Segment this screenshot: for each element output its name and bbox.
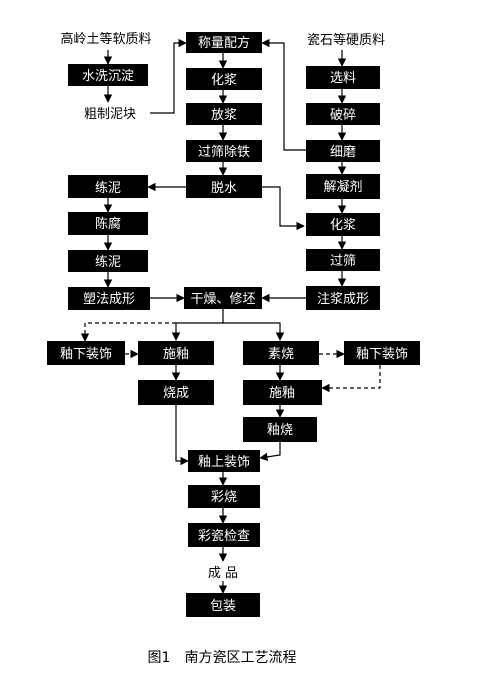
box-under-deco-right: 釉下装饰 — [344, 341, 420, 365]
box-over-deco-label: 釉上装饰 — [198, 455, 250, 470]
box-grind: 细磨 — [306, 140, 380, 162]
box-plastic-form-label: 塑法成形 — [83, 292, 135, 307]
box-glaze-left-label: 施釉 — [163, 347, 189, 362]
box-dewater-label: 脱水 — [211, 181, 237, 196]
box-crush: 破碎 — [306, 103, 380, 125]
box-aging-label: 陈腐 — [95, 216, 121, 232]
arrow-fire-to-overdeco — [175, 405, 189, 466]
box-bisque-label: 素烧 — [268, 347, 294, 362]
box-under-deco-left-label: 釉下装饰 — [60, 347, 112, 362]
box-glaze-fire: 釉烧 — [243, 417, 317, 442]
box-select-label: 选料 — [330, 71, 356, 86]
box-glaze-fire-label: 釉烧 — [267, 423, 293, 438]
box-weighing-label: 称量配方 — [198, 35, 250, 51]
box-package: 包装 — [186, 593, 260, 617]
dashed-connectors — [80, 322, 381, 393]
box-under-deco-right-label: 釉下装饰 — [356, 347, 408, 362]
process-boxes: 水洗沉淀 称量配方 化浆 放浆 过筛除铁 脱水 选料 破碎 — [47, 32, 420, 617]
box-dry-trim: 干燥、修坯 — [184, 287, 262, 309]
arrow-rough-to-weighing — [150, 38, 187, 114]
arrow-grind-to-weighing — [261, 38, 306, 151]
plain-labels: 高岭土等软质料 瓷石等硬质料 粗制泥块 成 品 — [60, 31, 385, 581]
figure-caption: 图1 南方瓷区工艺流程 — [148, 650, 297, 666]
box-slurry2-label: 化浆 — [330, 218, 356, 233]
finished-label: 成 品 — [208, 566, 238, 581]
box-sieve-iron-label: 过筛除铁 — [198, 145, 250, 160]
box-select: 选料 — [306, 66, 380, 89]
box-glaze-right-label: 施釉 — [269, 386, 295, 401]
box-release-label: 放浆 — [211, 108, 237, 123]
box-under-deco-left: 釉下装饰 — [47, 341, 125, 365]
box-slurry2: 化浆 — [306, 213, 380, 236]
box-crush-label: 破碎 — [330, 108, 356, 123]
hard-material-label: 瓷石等硬质料 — [307, 32, 385, 48]
box-weighing: 称量配方 — [186, 32, 262, 53]
box-knead2-label: 练泥 — [95, 255, 121, 270]
box-knead1-label: 练泥 — [95, 181, 121, 196]
arrow-glazefire-to-overdeco — [259, 442, 281, 462]
box-release: 放浆 — [186, 103, 262, 125]
box-package-label: 包装 — [210, 599, 236, 614]
box-over-deco: 釉上装饰 — [188, 450, 260, 472]
box-fire-label: 烧成 — [163, 386, 189, 401]
box-glaze-left: 施釉 — [138, 341, 214, 365]
box-knead1: 练泥 — [68, 175, 148, 198]
box-slurry1: 化浆 — [186, 68, 262, 90]
arrow-dewater-to-slurry2 — [260, 186, 305, 231]
box-dry-trim-label: 干燥、修坯 — [190, 292, 255, 307]
box-sieve-iron: 过筛除铁 — [186, 140, 262, 162]
box-dewater: 脱水 — [186, 175, 262, 198]
box-washing: 水洗沉淀 — [68, 64, 148, 86]
box-plastic-form: 塑法成形 — [68, 287, 150, 310]
dashed-arrow-underdeco-to-glaze2 — [321, 365, 381, 393]
rough-clay-label: 粗制泥块 — [84, 107, 136, 122]
arrow-dry-to-bisque — [223, 322, 285, 341]
box-slip-cast-label: 注浆成形 — [317, 292, 369, 307]
box-inspect-label: 彩瓷检查 — [198, 529, 250, 544]
box-fire: 烧成 — [138, 380, 214, 405]
soft-material-label: 高岭土等软质料 — [60, 31, 151, 47]
box-degum-label: 解凝剂 — [323, 179, 362, 195]
box-washing-label: 水洗沉淀 — [82, 69, 134, 84]
box-grind-label: 细磨 — [330, 145, 356, 160]
box-knead2: 练泥 — [68, 250, 148, 272]
box-bisque: 素烧 — [243, 341, 319, 365]
box-color-fire-label: 彩烧 — [211, 490, 237, 505]
connectors — [103, 38, 347, 594]
box-color-fire: 彩烧 — [188, 485, 260, 508]
box-degum: 解凝剂 — [306, 174, 380, 199]
box-slip-cast: 注浆成形 — [306, 286, 380, 310]
box-slurry1-label: 化浆 — [211, 73, 237, 88]
box-inspect: 彩瓷检查 — [188, 523, 260, 547]
box-aging: 陈腐 — [68, 212, 148, 235]
box-sieve-label: 过筛 — [330, 254, 356, 269]
arrow-dry-to-glaze — [171, 309, 224, 341]
box-glaze-right: 施釉 — [243, 380, 322, 405]
box-sieve: 过筛 — [306, 249, 380, 271]
dashed-arrow-to-underdeco-left — [80, 322, 176, 342]
